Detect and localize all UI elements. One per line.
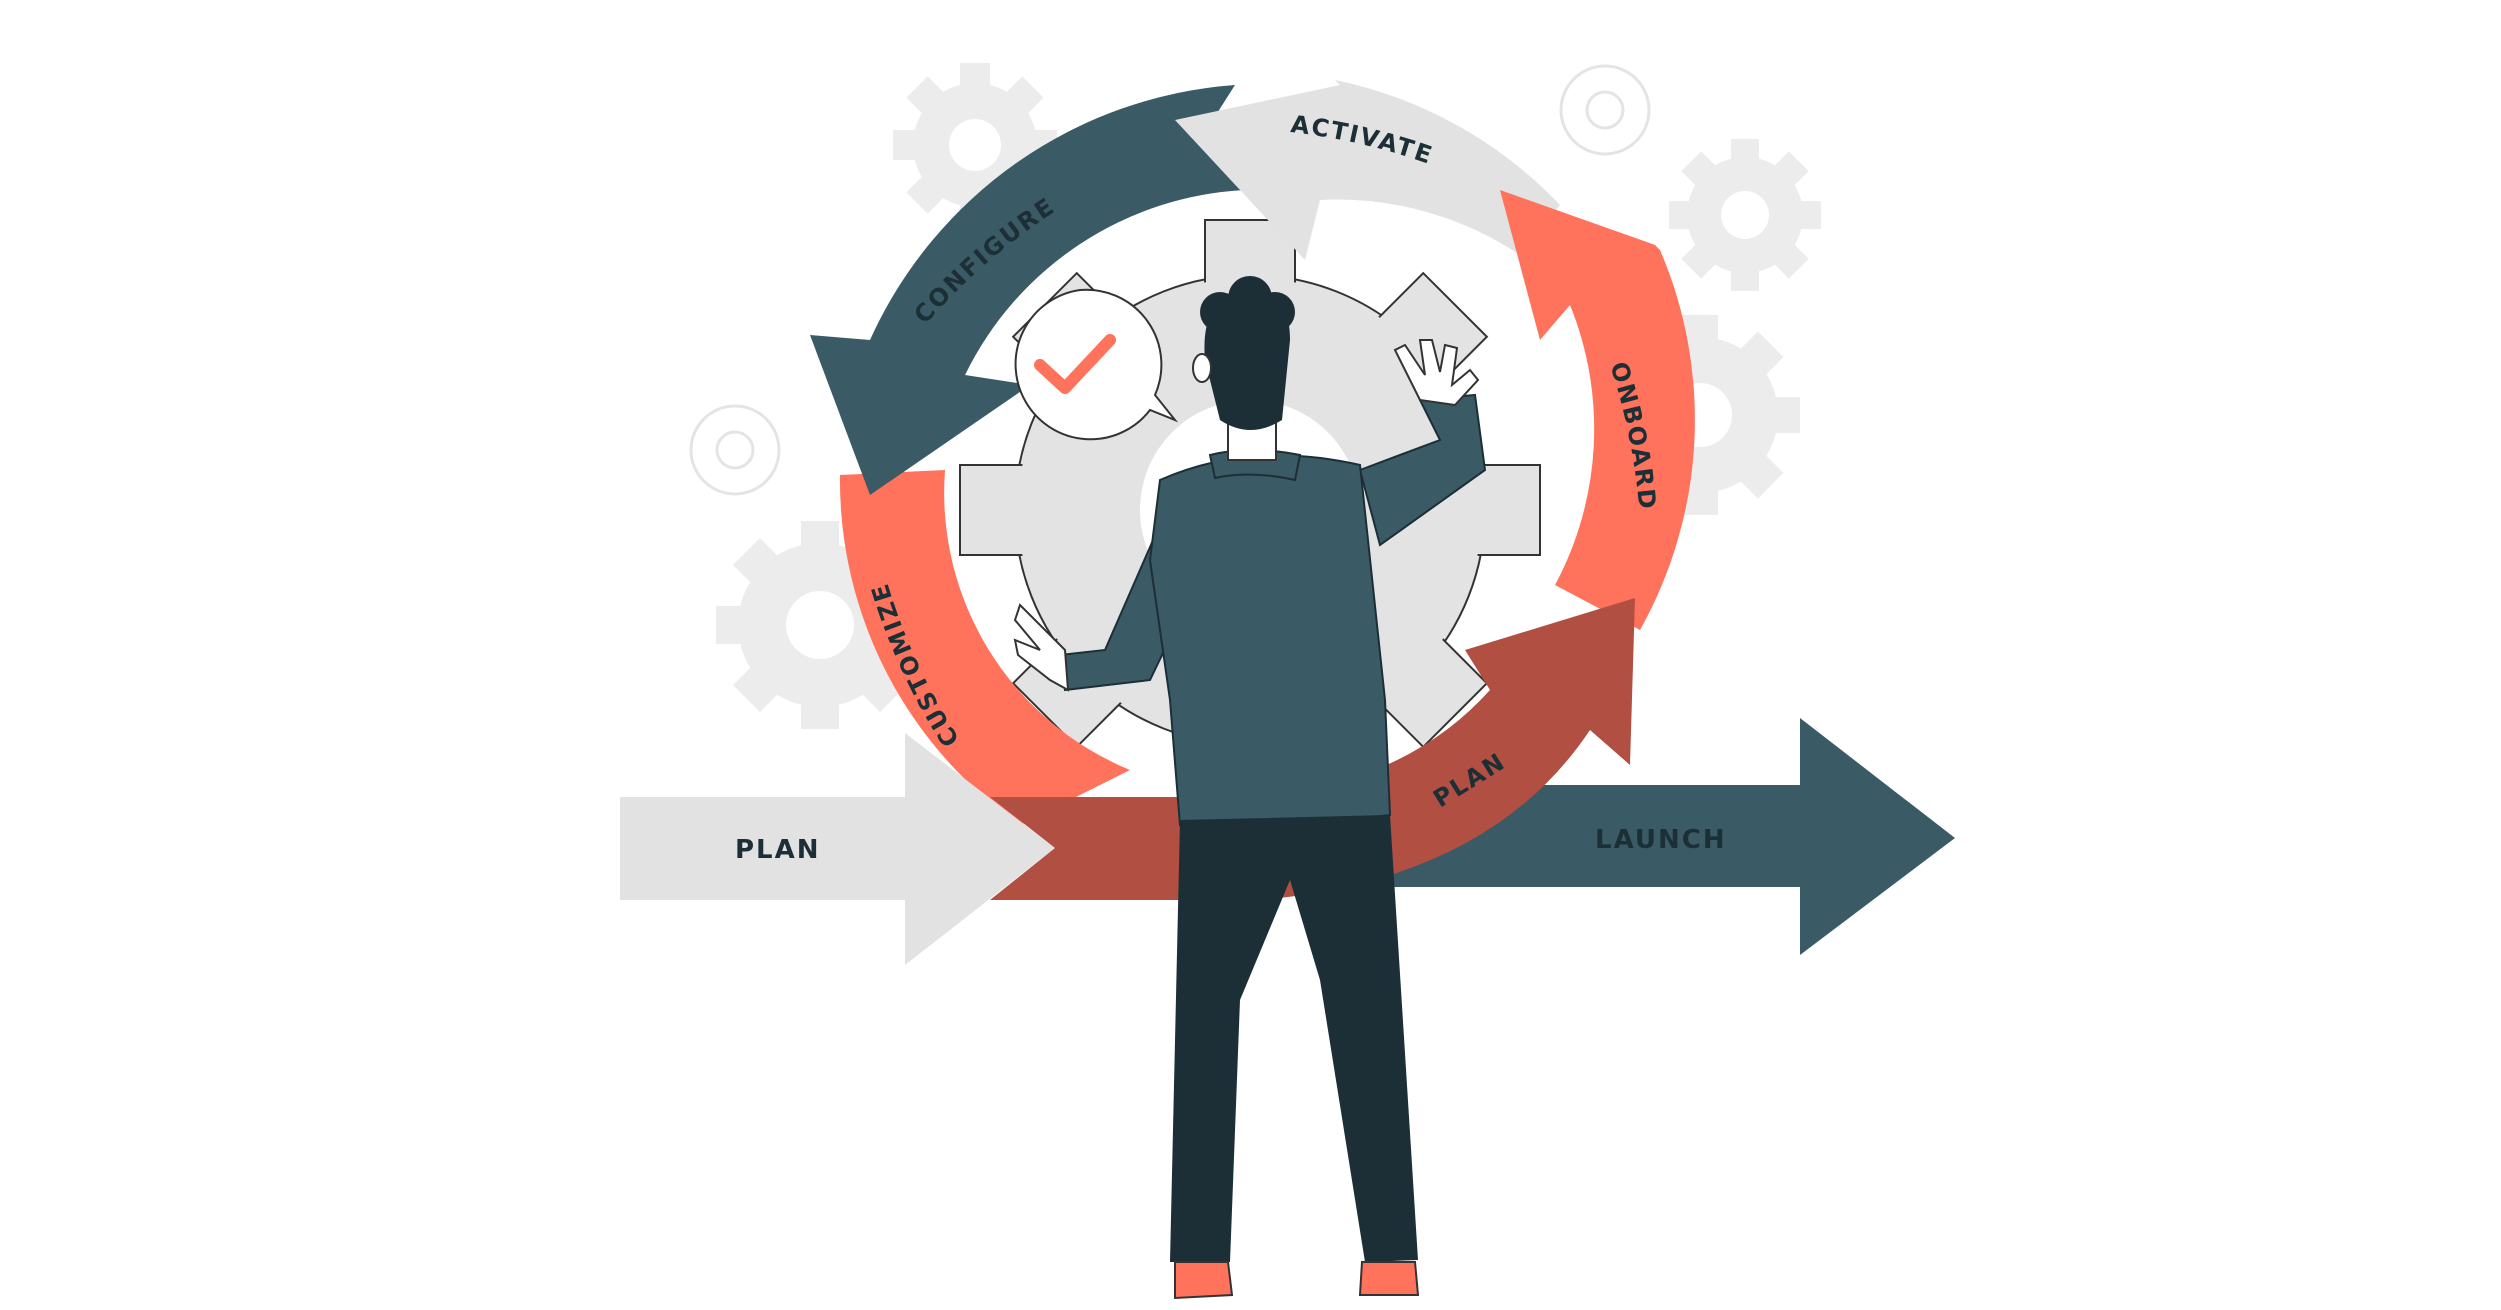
configure-arrow bbox=[810, 85, 1245, 495]
customize-arc bbox=[839, 470, 1130, 825]
plan-band bbox=[990, 598, 1635, 900]
label-launch: LAUNCH bbox=[1595, 825, 1727, 855]
label-plan-left: PLAN bbox=[735, 835, 821, 865]
check-bubble bbox=[1014, 288, 1179, 441]
onboard-arrow bbox=[1500, 190, 1695, 630]
plan-left-arrow bbox=[620, 733, 1055, 965]
gear-icon bbox=[1559, 64, 1651, 156]
gear-icon bbox=[689, 404, 781, 496]
activate-arrow bbox=[1175, 80, 1560, 260]
check-icon bbox=[1034, 334, 1116, 394]
gear-icon bbox=[1669, 139, 1821, 291]
launch-arrow bbox=[1355, 718, 1955, 955]
person-figure bbox=[1013, 276, 1487, 1300]
